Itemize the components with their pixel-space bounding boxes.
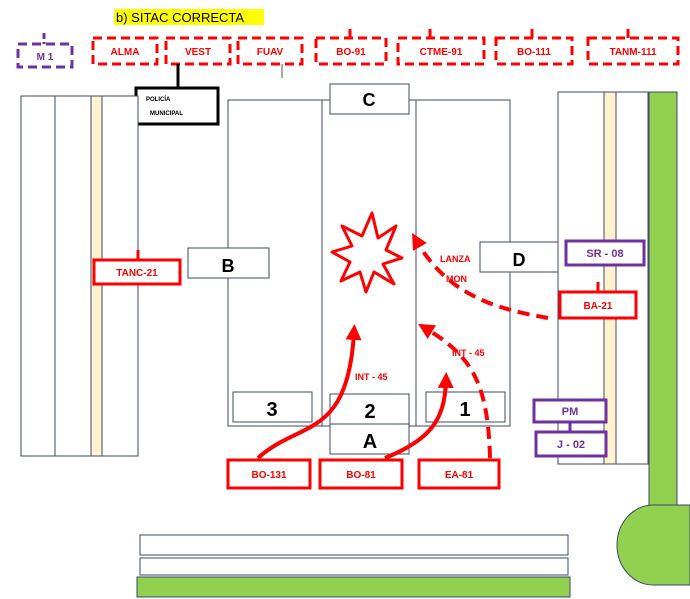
annotation-mon: MON bbox=[446, 274, 467, 284]
unit-bo111-label: BO-111 bbox=[517, 47, 551, 58]
unit-ea81: EA-81 bbox=[417, 458, 501, 490]
unit-alma-label: ALMA bbox=[111, 47, 140, 58]
zone-a: A bbox=[329, 423, 410, 455]
zone-c: C bbox=[329, 83, 410, 115]
unit-tanm111-label: TANM-111 bbox=[609, 47, 656, 58]
bay-3: 3 bbox=[232, 391, 313, 423]
zone-d-label: D bbox=[513, 250, 526, 270]
bay-1-label: 1 bbox=[459, 399, 470, 421]
attack-arrow-ea81 bbox=[418, 323, 492, 459]
bottom-strips bbox=[136, 534, 571, 598]
unit-bo131: BO-131 bbox=[226, 458, 312, 490]
police-box: POLICÍA MUNICIPAL bbox=[134, 86, 220, 126]
unit-fuav: FUAV bbox=[236, 36, 304, 78]
unit-vest-label: VEST bbox=[185, 47, 211, 58]
unit-bo111: BO-111 bbox=[494, 29, 574, 66]
unit-alma: ALMA bbox=[91, 36, 159, 66]
police-line2: MUNICIPAL bbox=[150, 111, 183, 117]
attack-arrow-ba21 bbox=[412, 233, 549, 320]
unit-tanm111: TANM-111 bbox=[586, 29, 680, 66]
unit-fuav-label: FUAV bbox=[257, 47, 284, 58]
unit-j02: J - 02 bbox=[534, 430, 608, 458]
unit-vest: VEST bbox=[164, 36, 232, 66]
annotation-int45-left: INT - 45 bbox=[355, 372, 388, 382]
green-strip-right bbox=[648, 91, 678, 543]
unit-bo131-label: BO-131 bbox=[251, 470, 286, 481]
unit-pm: PM bbox=[532, 398, 608, 432]
attack-arrow-bo131 bbox=[256, 324, 362, 460]
title-highlight bbox=[114, 9, 264, 25]
bay-3-label: 3 bbox=[266, 399, 277, 421]
unit-m1-label: M 1 bbox=[37, 52, 54, 63]
explosion-icon bbox=[330, 211, 404, 294]
green-roundabout bbox=[616, 504, 690, 586]
zone-b: B bbox=[187, 247, 270, 279]
unit-bo91-label: BO-91 bbox=[336, 47, 366, 58]
unit-pm-label: PM bbox=[562, 406, 579, 418]
unit-ba21-label: BA-21 bbox=[584, 301, 613, 312]
zone-d: D bbox=[479, 241, 560, 273]
annotation-lanza: LANZA bbox=[440, 254, 471, 264]
unit-bo81: BO-81 bbox=[318, 458, 404, 490]
unit-m1: M 1 bbox=[16, 33, 74, 69]
unit-tanc21: TANC-21 bbox=[92, 250, 182, 286]
unit-j02-label: J - 02 bbox=[557, 439, 585, 451]
bay-2-label: 2 bbox=[364, 401, 375, 423]
unit-sr08: SR - 08 bbox=[564, 239, 646, 267]
zone-a-label: A bbox=[363, 431, 377, 453]
bay-1: 1 bbox=[425, 391, 506, 423]
unit-ea81-label: EA-81 bbox=[445, 470, 474, 481]
unit-tanc21-label: TANC-21 bbox=[116, 268, 158, 279]
unit-ctme91-label: CTME-91 bbox=[420, 47, 463, 58]
unit-bo81-label: BO-81 bbox=[346, 470, 376, 481]
annotation-int45-right: INT - 45 bbox=[452, 348, 485, 358]
unit-sr08-label: SR - 08 bbox=[586, 248, 623, 260]
unit-ba21: BA-21 bbox=[558, 282, 638, 320]
unit-bo91: BO-91 bbox=[314, 29, 388, 66]
bay-2: 2 bbox=[329, 393, 410, 425]
unit-ctme91: CTME-91 bbox=[396, 29, 486, 66]
diagram-title: b) SITAC CORRECTA bbox=[116, 10, 244, 25]
zone-b-label: B bbox=[222, 256, 235, 276]
zone-c-label: C bbox=[363, 90, 376, 110]
attack-arrow-bo81 bbox=[384, 372, 454, 460]
police-line1: POLICÍA bbox=[146, 95, 171, 103]
